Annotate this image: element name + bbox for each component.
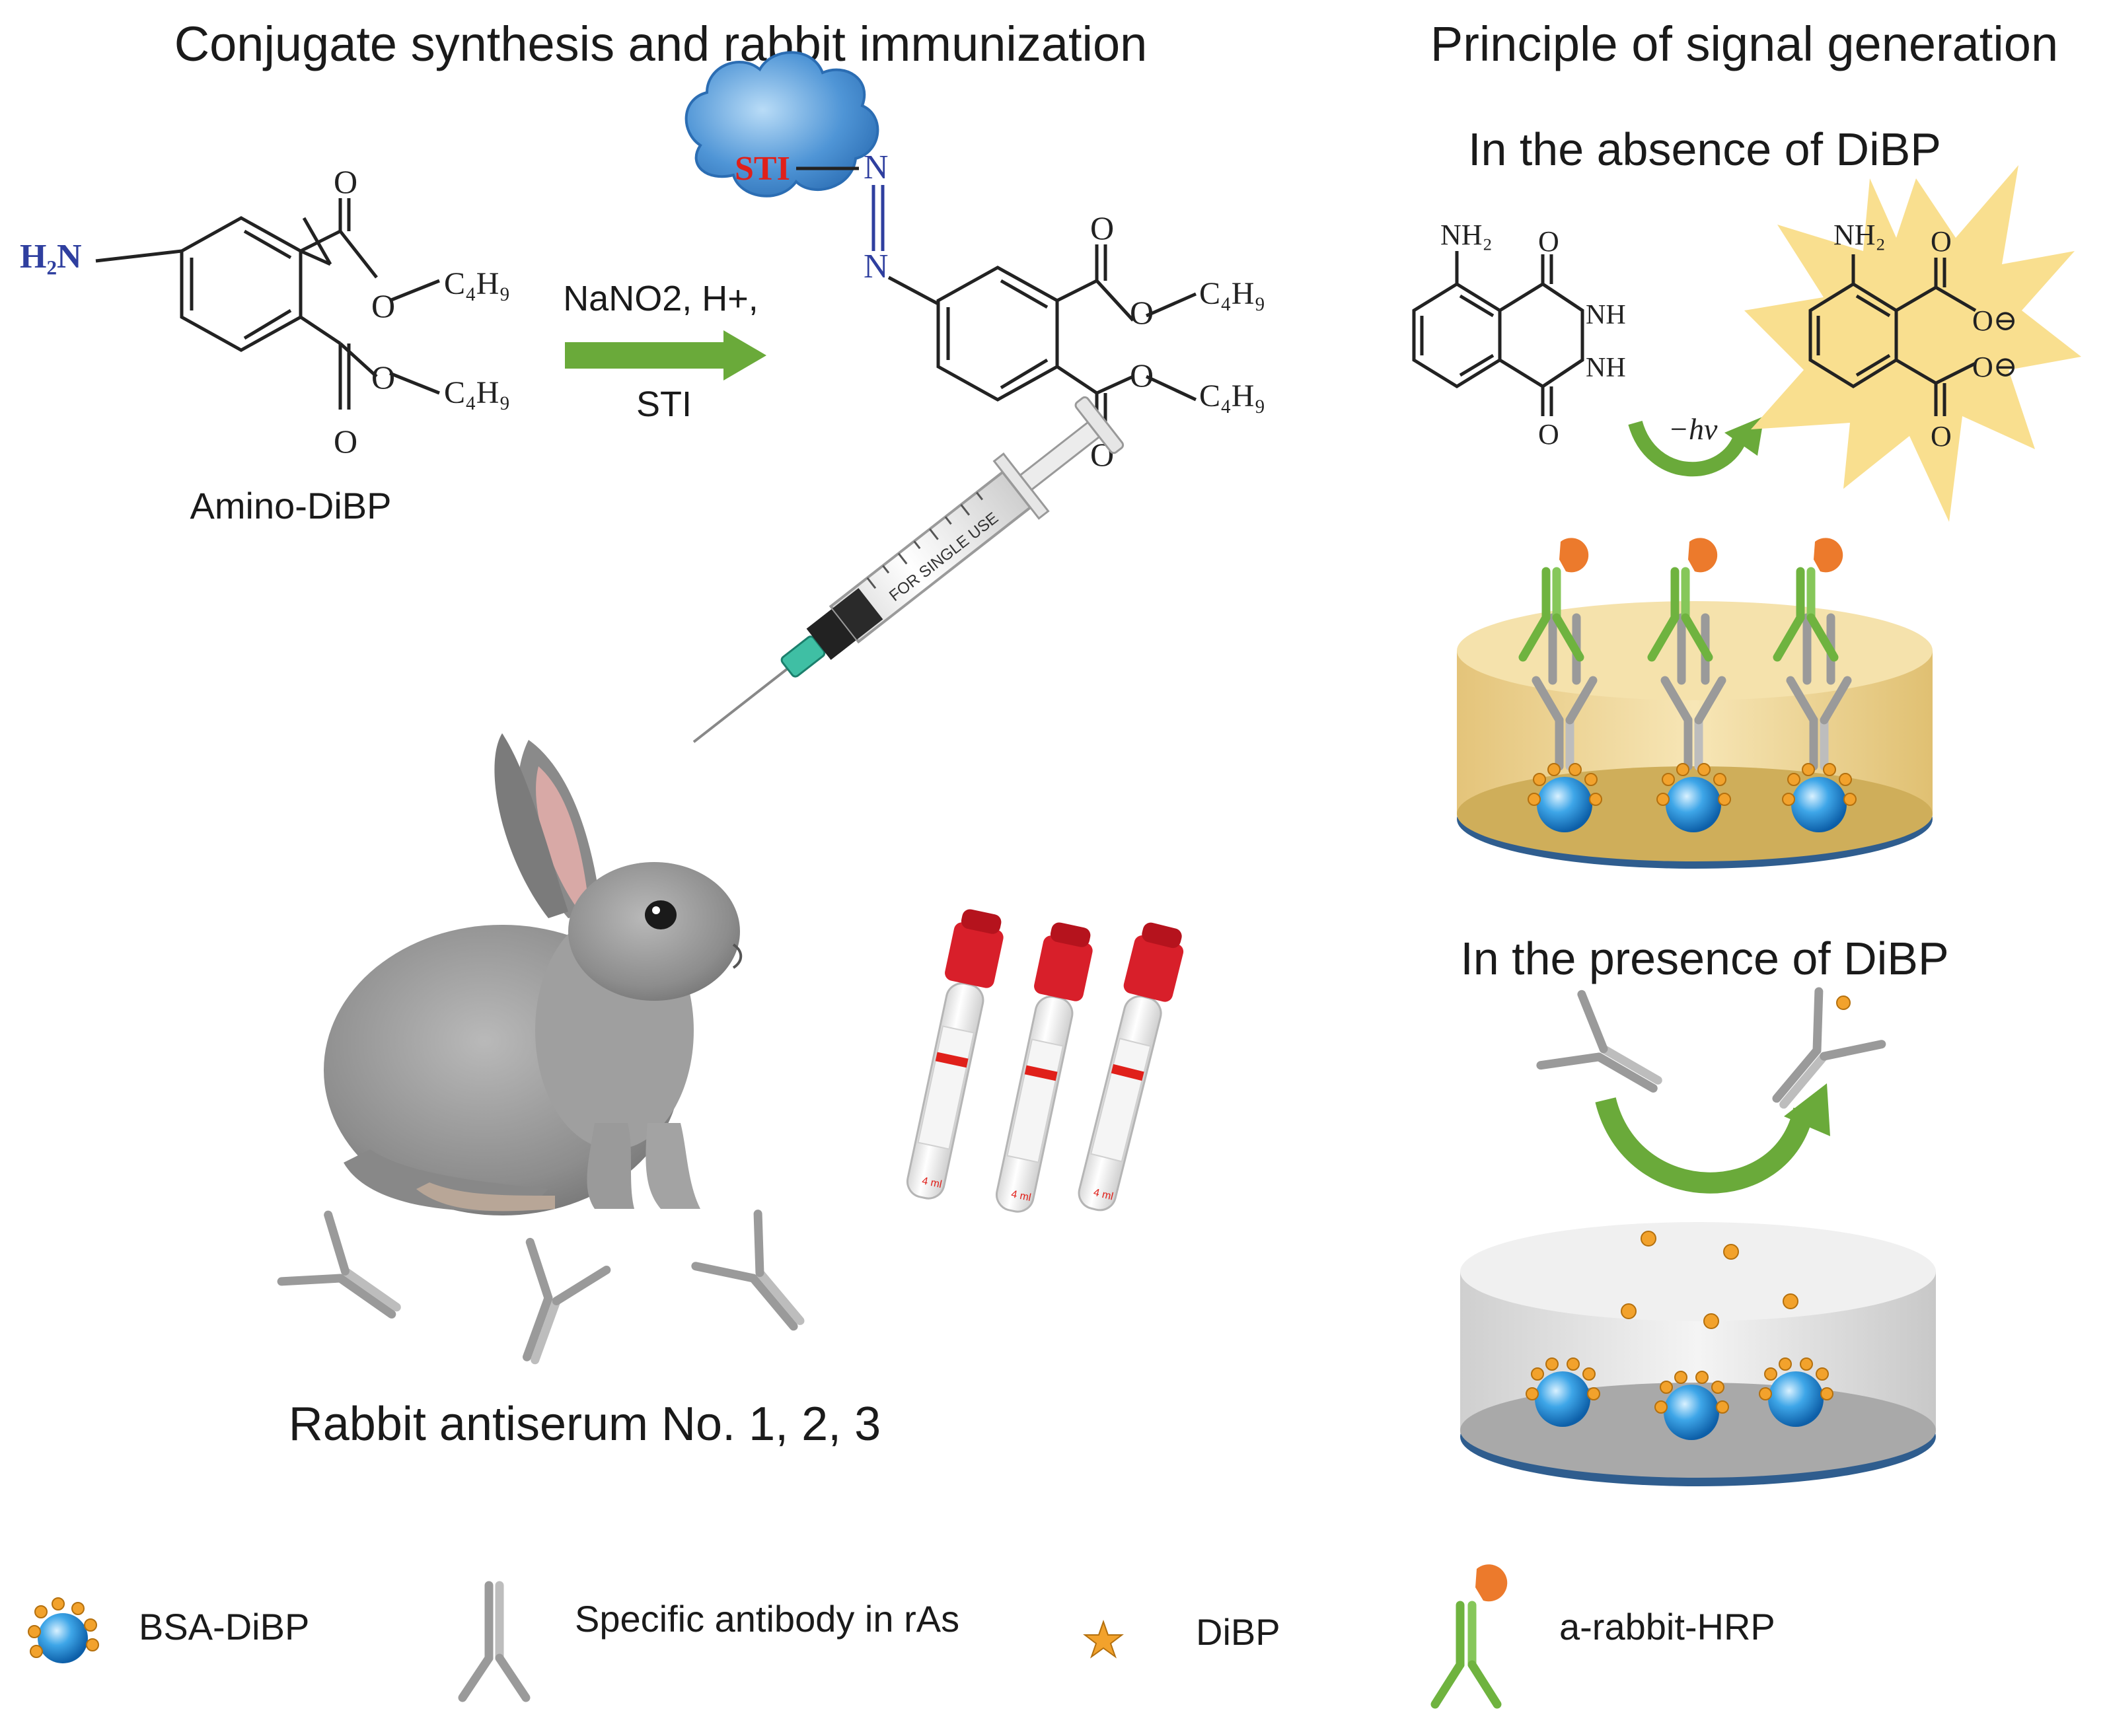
azo-linkage bbox=[796, 166, 940, 306]
legend-label-a-rabbit-hrp: a-rabbit-HRP bbox=[1559, 1606, 1775, 1647]
luminol-nh2: NH₂ bbox=[1440, 219, 1493, 251]
blood-tube-1: 4 ml bbox=[906, 909, 1004, 1200]
competition-arrow bbox=[1595, 1083, 1830, 1194]
dibp-star-icon bbox=[1083, 1619, 1124, 1659]
reactant-name: Amino-DiBP bbox=[190, 485, 392, 526]
rabbit-illustration bbox=[324, 733, 743, 1215]
antiserum-label: Rabbit antiserum No. 1, 2, 3 bbox=[289, 1398, 881, 1451]
a-rabbit-hrp-icon bbox=[1430, 1564, 1508, 1709]
aminophthalate-o-top: O bbox=[1931, 225, 1952, 258]
light-burst bbox=[1744, 165, 2081, 522]
absence-title: In the absence of DiBP bbox=[1468, 124, 1941, 175]
azo-n-bottom: N bbox=[864, 248, 889, 285]
absence-bsa-dibp-3 bbox=[1782, 763, 1857, 832]
luminol-o-top: O bbox=[1538, 225, 1559, 258]
luminol-o-bottom: O bbox=[1538, 418, 1559, 451]
reactant-chain-bottom: C₄H₉ bbox=[444, 375, 510, 410]
blood-tube-3: 4 ml bbox=[1078, 922, 1184, 1212]
legend-label-dibp: DiBP bbox=[1196, 1611, 1280, 1653]
presence-well bbox=[1460, 1222, 1936, 1486]
left-panel-title: Conjugate synthesis and rabbit immunizat… bbox=[174, 17, 1148, 71]
absence-bsa-dibp-2 bbox=[1656, 763, 1731, 832]
product-benzene-ring bbox=[936, 244, 1197, 436]
reactant-ester-o-top: O bbox=[371, 287, 395, 324]
sti-cloud-label: STI bbox=[735, 150, 790, 188]
aminophthalate-structure bbox=[1808, 254, 1977, 416]
reactant-amine: H₂N bbox=[20, 238, 82, 275]
azo-n-top: N bbox=[864, 149, 889, 186]
product-chain-bottom: C₄H₉ bbox=[1199, 379, 1265, 414]
sti-cloud bbox=[684, 51, 879, 198]
antiserum-antibody-2 bbox=[523, 1237, 611, 1365]
bsa-dibp-icon bbox=[28, 1597, 99, 1663]
presence-bsa-dibp-3 bbox=[1759, 1357, 1833, 1427]
reaction-arrow bbox=[565, 330, 766, 380]
antiserum-antibody-1 bbox=[277, 1210, 401, 1319]
absence-sandwich-2 bbox=[1647, 538, 1726, 771]
aminophthalate-o-bottom: O bbox=[1931, 420, 1952, 452]
aminophthalate-o-minus-bottom: O⊖ bbox=[1972, 351, 2018, 383]
dibp-bound-antibody bbox=[1772, 987, 1886, 1109]
right-panel-title: Principle of signal generation bbox=[1430, 17, 2058, 71]
specific-antibody-icon bbox=[458, 1581, 531, 1702]
absence-bsa-dibp-1 bbox=[1528, 763, 1602, 832]
luminol-structure bbox=[1412, 251, 1584, 416]
blood-tube-2: 4 ml bbox=[995, 922, 1093, 1213]
luminol-nh-bottom: NH bbox=[1586, 353, 1626, 383]
antiserum-antibody-3 bbox=[691, 1210, 805, 1331]
product-chain-top: C₄H₉ bbox=[1199, 276, 1265, 311]
blood-tubes: 4 ml 4 ml 4 ml bbox=[906, 909, 1184, 1213]
svg-text:4 ml: 4 ml bbox=[1010, 1188, 1032, 1204]
reaction-conditions-line2: STI bbox=[636, 384, 692, 424]
reactant-carbonyl-o-bottom: O bbox=[334, 423, 357, 460]
legend: BSA-DiBP Specific antibody in rAs DiBP a… bbox=[28, 1564, 1775, 1709]
light-label: −hν bbox=[1668, 412, 1718, 446]
free-antibody bbox=[1536, 990, 1662, 1093]
luminol-nh-top: NH bbox=[1586, 300, 1626, 330]
legend-label-specific-antibody: Specific antibody in rAs bbox=[575, 1598, 959, 1640]
reactant-chain-top: C₄H₉ bbox=[444, 266, 510, 301]
aminophthalate-nh2: NH₂ bbox=[1833, 219, 1886, 251]
reactant-ester-o-bottom: O bbox=[371, 359, 395, 396]
product-ester-o-top: O bbox=[1130, 294, 1154, 331]
absence-sandwich-3 bbox=[1773, 538, 1852, 771]
presence-bsa-dibp-2 bbox=[1654, 1371, 1729, 1440]
svg-text:4 ml: 4 ml bbox=[1092, 1187, 1114, 1203]
absence-sandwich-1 bbox=[1518, 538, 1598, 771]
reactant-carbonyl-o-top: O bbox=[334, 163, 357, 200]
svg-text:4 ml: 4 ml bbox=[921, 1175, 943, 1190]
presence-title: In the presence of DiBP bbox=[1460, 933, 1948, 984]
legend-label-bsa-dibp: BSA-DiBP bbox=[139, 1606, 309, 1647]
amino-dibp-structure bbox=[95, 216, 332, 352]
product-ester-o-bottom: O bbox=[1130, 357, 1154, 394]
reaction-conditions-line1: NaNO2, H+, bbox=[563, 279, 758, 318]
product-carbonyl-o-top: O bbox=[1090, 209, 1114, 246]
presence-bsa-dibp-1 bbox=[1526, 1357, 1600, 1427]
reactant-ester-bonds bbox=[299, 198, 440, 410]
syringe-illustration: FOR SINGLE USE bbox=[692, 396, 1125, 743]
aminophthalate-o-minus-top: O⊖ bbox=[1972, 305, 2018, 337]
free-dibp-stars bbox=[1621, 1231, 1798, 1329]
